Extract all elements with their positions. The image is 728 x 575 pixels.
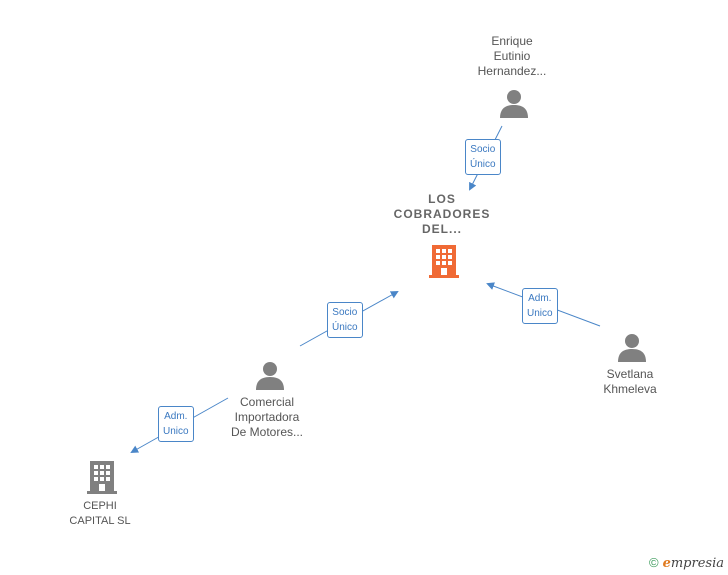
edge-label-line: Único xyxy=(332,322,358,333)
edge-label-line: Único xyxy=(470,159,496,170)
label-line: CAPITAL SL xyxy=(69,515,131,527)
label-line: Importadora xyxy=(234,410,300,424)
edge-label-line: Unico xyxy=(527,308,553,319)
person-icon[interactable] xyxy=(617,332,647,362)
edge-label-line: Adm. xyxy=(164,411,188,422)
label-line: Eutinio xyxy=(493,49,531,63)
person-label-enrique: Enrique Eutinio Hernandez... xyxy=(462,34,562,79)
footer-brand: ©empresia xyxy=(649,555,724,571)
label-line: CEPHI xyxy=(83,500,117,512)
edge-label-comercial-cephi[interactable]: Adm. Unico xyxy=(158,406,194,442)
edge-label-enrique-main[interactable]: Socio Único xyxy=(465,139,501,175)
company-label-main: LOS COBRADORES DEL... xyxy=(382,192,502,237)
label-line: De Motores... xyxy=(230,425,304,439)
label-line: Enrique xyxy=(491,34,533,48)
edge-label-comercial-main[interactable]: Socio Único xyxy=(327,302,363,338)
label-line: COBRADORES xyxy=(393,207,491,221)
person-icon[interactable] xyxy=(499,88,529,118)
label-line: Svetlana xyxy=(606,367,654,381)
person-label-comercial: Comercial Importadora De Motores... xyxy=(212,395,322,440)
edge-label-svetlana-main[interactable]: Adm. Unico xyxy=(522,288,558,324)
building-icon-main[interactable] xyxy=(428,243,460,279)
brand-logo-rest: mpresia xyxy=(670,556,724,571)
person-icon[interactable] xyxy=(255,360,285,390)
label-line: LOS xyxy=(428,192,456,206)
label-line: Hernandez... xyxy=(477,64,547,78)
brand-logo-e: e xyxy=(662,556,671,571)
person-label-svetlana: Svetlana Khmeleva xyxy=(580,367,680,397)
label-line: Comercial xyxy=(239,395,294,409)
brand-logo: empresia xyxy=(663,556,724,571)
label-line: DEL... xyxy=(421,222,462,236)
building-icon[interactable] xyxy=(86,459,118,495)
edge-label-line: Unico xyxy=(163,426,189,437)
copyright-icon: © xyxy=(648,555,659,570)
label-line: Khmeleva xyxy=(603,382,657,396)
company-label-cephi: CEPHI CAPITAL SL xyxy=(50,499,150,529)
edge-label-line: Socio xyxy=(470,144,496,155)
edge-label-line: Socio xyxy=(332,307,358,318)
edge-label-line: Adm. xyxy=(528,293,552,304)
